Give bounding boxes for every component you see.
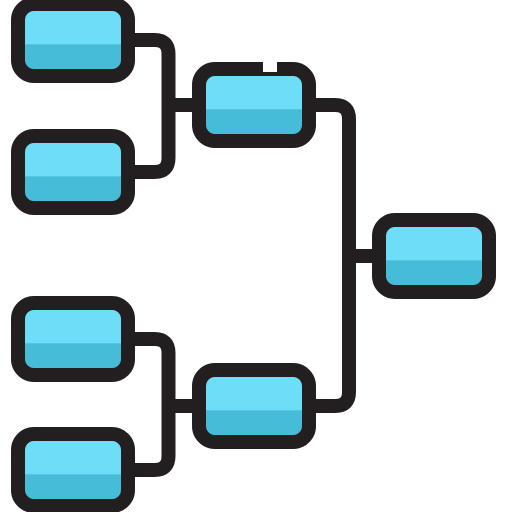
box-outline <box>372 213 496 299</box>
box-outline <box>11 0 135 83</box>
box-outline <box>192 62 316 148</box>
outline-gap <box>263 60 277 72</box>
box-outline <box>11 427 135 513</box>
match-box-semifinal-bottom <box>192 363 316 449</box>
bracket-link-semifinal-bottom <box>121 332 206 477</box>
match-box-round1-match1 <box>11 0 135 83</box>
match-box-final <box>372 213 496 299</box>
match-box-round1-match2 <box>11 129 135 215</box>
bracket-link-final <box>302 98 386 413</box>
match-box-round1-match4 <box>11 427 135 513</box>
box-outline <box>192 363 316 449</box>
match-box-semifinal-top <box>192 62 316 148</box>
box-outline <box>11 296 135 382</box>
bracket-link-semifinal-top <box>121 33 206 179</box>
match-box-round1-match3 <box>11 296 135 382</box>
box-outline <box>11 129 135 215</box>
